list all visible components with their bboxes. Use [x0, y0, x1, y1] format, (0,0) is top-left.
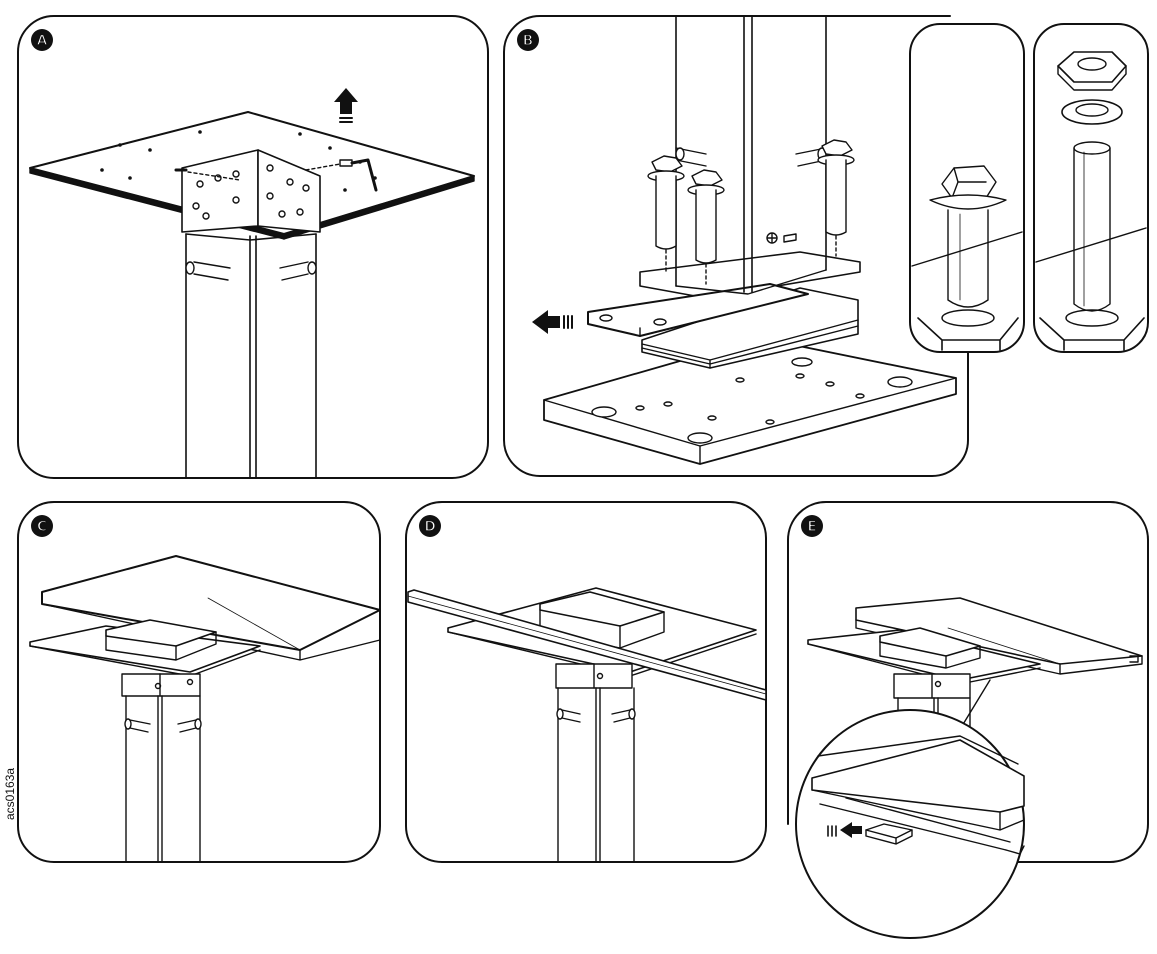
- panel-d-label: D: [424, 519, 436, 535]
- panel-b-inset-stud: [1033, 23, 1149, 353]
- panel-a-label: A: [37, 33, 48, 49]
- panel-b-label: B: [523, 33, 534, 49]
- figure-code: acs0163a: [3, 768, 17, 820]
- panel-c: C: [17, 501, 381, 863]
- panel-a: A: [17, 15, 489, 479]
- panel-b: B: [503, 15, 969, 477]
- panel-c-label: C: [37, 519, 47, 535]
- panel-e: E: [787, 501, 1149, 939]
- panel-d: D: [405, 501, 767, 863]
- panel-e-label: E: [807, 519, 817, 535]
- panel-b-inset-bolt: [909, 23, 1025, 353]
